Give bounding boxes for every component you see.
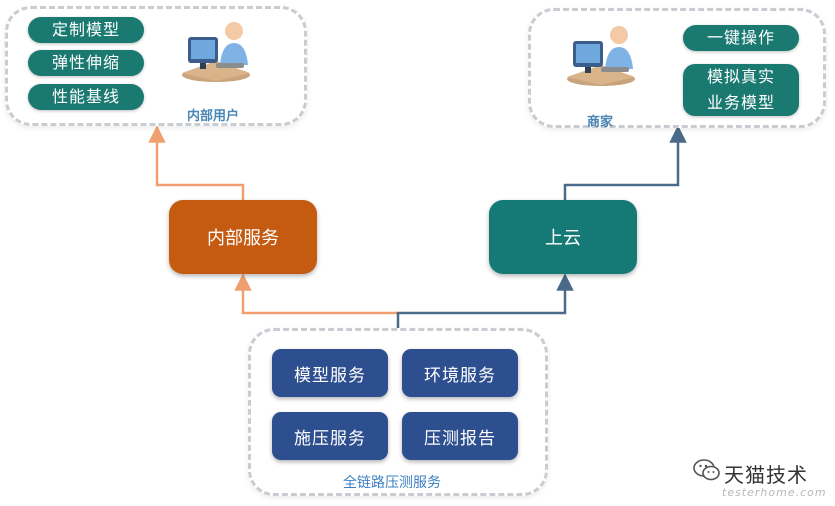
watermark-brand: 天猫技术 [724, 463, 808, 487]
feature-pill-elastic-scaling: 弹性伸缩 [28, 50, 144, 76]
arrow-cloud-to-merchant [563, 125, 687, 200]
arrow-full-link-to-cloud [396, 273, 574, 328]
wechat-icon [693, 459, 720, 481]
merchant-caption: 商家 [587, 115, 614, 130]
feature-pill-simulate-real-business-model: 模拟真实 业务模型 [683, 64, 799, 116]
user-at-computer-icon [567, 26, 635, 86]
cloud-node: 上云 [489, 200, 637, 274]
pressure-test-report-box: 压测报告 [402, 412, 518, 460]
full-link-service-panel: 模型服务 环境服务 施压服务 压测报告 全链路压测服务 [248, 328, 548, 496]
merchant-panel: 商家 一键操作 模拟真实 业务模型 [528, 8, 826, 130]
arrow-internal-service-to-internal-users [148, 125, 245, 200]
feature-pill-one-click-operation: 一键操作 [683, 25, 799, 51]
arrow-full-link-to-internal-service [234, 273, 398, 315]
full-link-caption: 全链路压测服务 [343, 475, 441, 491]
user-at-computer-icon [182, 22, 250, 82]
internal-users-caption: 内部用户 [187, 109, 240, 124]
feature-pill-custom-model: 定制模型 [28, 17, 144, 43]
load-generation-service-box: 施压服务 [272, 412, 388, 460]
internal-service-node: 内部服务 [169, 200, 317, 274]
feature-pill-performance-baseline: 性能基线 [28, 84, 144, 110]
watermark-site: testerhome.com [722, 486, 827, 499]
internal-users-panel: 定制模型 弹性伸缩 性能基线 内部用户 [5, 6, 307, 126]
environment-service-box: 环境服务 [402, 349, 518, 397]
model-service-box: 模型服务 [272, 349, 388, 397]
